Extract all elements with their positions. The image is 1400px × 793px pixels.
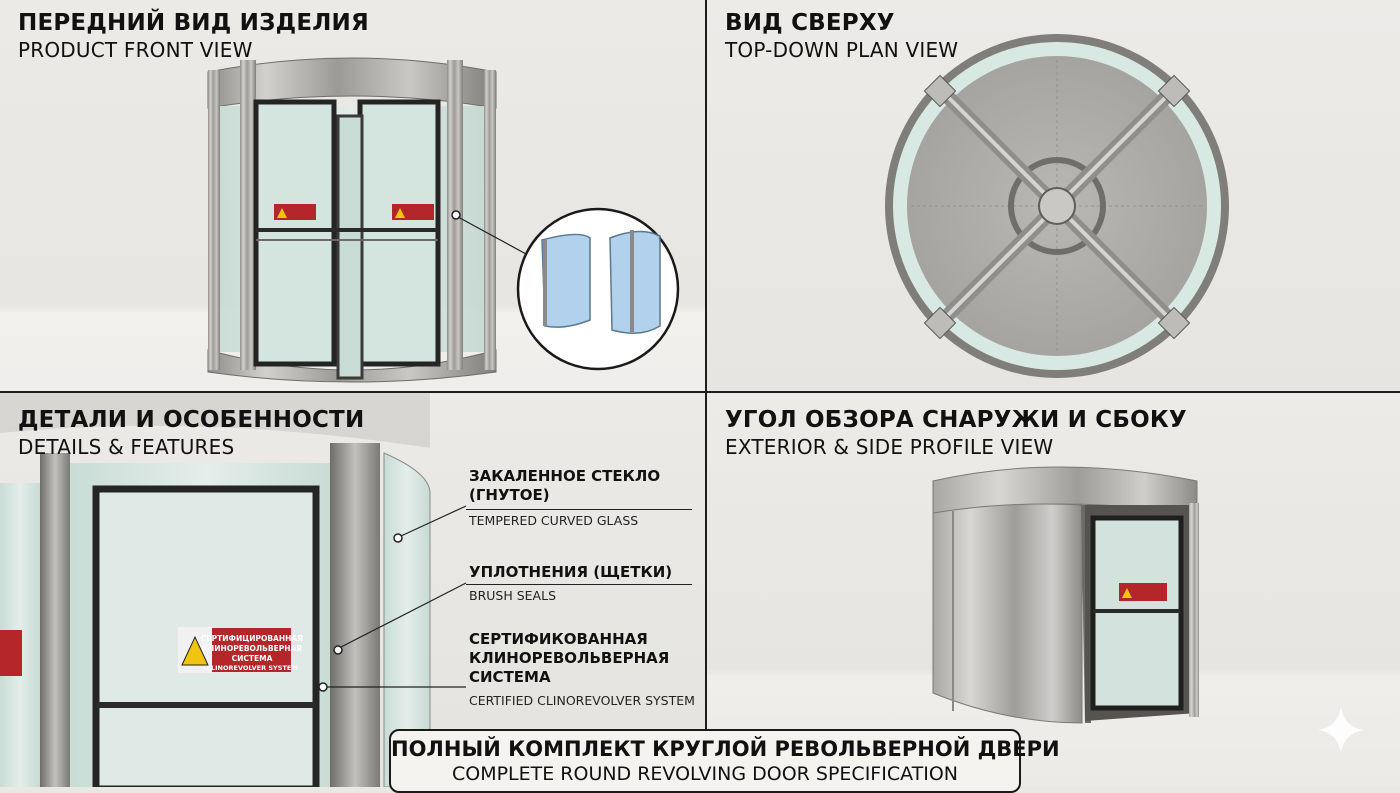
sparkle-icon (1318, 707, 1364, 753)
callout-glass-ru-1: ЗАКАЛЕННОЕ СТЕКЛО (469, 467, 661, 485)
callout-glass-en: TEMPERED CURVED GLASS (469, 513, 639, 528)
warning-icon (181, 635, 209, 666)
sign-line-4: CLINOREVOLVER SYSTEM (206, 664, 298, 672)
top-view-panel: ВИД СВЕРХУ TOP-DOWN PLAN VIEW (707, 0, 1400, 391)
exterior-illustration (932, 466, 1199, 724)
details-title-ru: ДЕТАЛИ И ОСОБЕННОСТИ (18, 407, 365, 433)
specification-title-en: COMPLETE ROUND REVOLVING DOOR SPECIFICAT… (451, 763, 959, 785)
callout-seals-ru: УПЛОТНЕНИЯ (ЩЕТКИ) (469, 563, 673, 581)
warning-icon (1122, 588, 1132, 598)
front-view-illustration (207, 57, 680, 383)
vertical-divider (705, 0, 707, 787)
top-view-title-ru: ВИД СВЕРХУ (725, 10, 895, 36)
horizontal-divider (0, 391, 1400, 393)
specification-banner: ПОЛНЫЙ КОМПЛЕКТ КРУГЛОЙ РЕВОЛЬВЕРНОЙ ДВЕ… (389, 729, 1060, 793)
front-view-title-ru: ПЕРЕДНИЙ ВИД ИЗДЕЛИЯ (18, 10, 369, 36)
warning-icon (395, 208, 405, 218)
callout-seals-en: BRUSH SEALS (469, 588, 556, 603)
callout-system-ru-3: СИСТЕМА (469, 668, 551, 686)
exterior-panel: УГОЛ ОБЗОРА СНАРУЖИ И СБОКУ EXTERIOR & S… (707, 393, 1400, 787)
callout-glass-ru-2: (ГНУТОЕ) (469, 486, 550, 504)
sign-line-1: СЕРТИФИЦИРОВАННАЯ (201, 634, 303, 643)
specification-title-ru: ПОЛНЫЙ КОМПЛЕКТ КРУГЛОЙ РЕВОЛЬВЕРНОЙ ДВЕ… (391, 737, 1060, 761)
exterior-title-ru: УГОЛ ОБЗОРА СНАРУЖИ И СБОКУ (725, 407, 1187, 433)
details-panel: СЕРТИФИЦИРОВАННАЯ КЛИНОРЕВОЛЬВЕРНАЯ СИСТ… (0, 393, 705, 787)
front-view-title-en: PRODUCT FRONT VIEW (18, 38, 253, 62)
warning-icon (277, 208, 287, 218)
details-title-en: DETAILS & FEATURES (18, 435, 235, 459)
front-view-panel: ПЕРЕДНИЙ ВИД ИЗДЕЛИЯ PRODUCT FRONT VIEW (0, 0, 705, 391)
top-view-title-en: TOP-DOWN PLAN VIEW (725, 38, 959, 62)
top-view-illustration (885, 34, 1229, 378)
exterior-title-en: EXTERIOR & SIDE PROFILE VIEW (725, 435, 1054, 459)
callout-glass-line (466, 509, 692, 510)
callout-seals-line (466, 584, 692, 585)
details-illustration: СЕРТИФИЦИРОВАННАЯ КЛИНОРЕВОЛЬВЕРНАЯ СИСТ… (0, 393, 467, 787)
callout-system-en: CERTIFIED CLINOREVOLVER SYSTEM (469, 693, 695, 708)
callout-system-ru-2: КЛИНОРЕВОЛЬВЕРНАЯ (469, 649, 670, 667)
sign-line-3: СИСТЕМА (232, 654, 273, 663)
sign-line-2: КЛИНОРЕВОЛЬВЕРНАЯ (202, 644, 302, 653)
callout-system-ru-1: СЕРТИФИКОВАННАЯ (469, 630, 648, 648)
